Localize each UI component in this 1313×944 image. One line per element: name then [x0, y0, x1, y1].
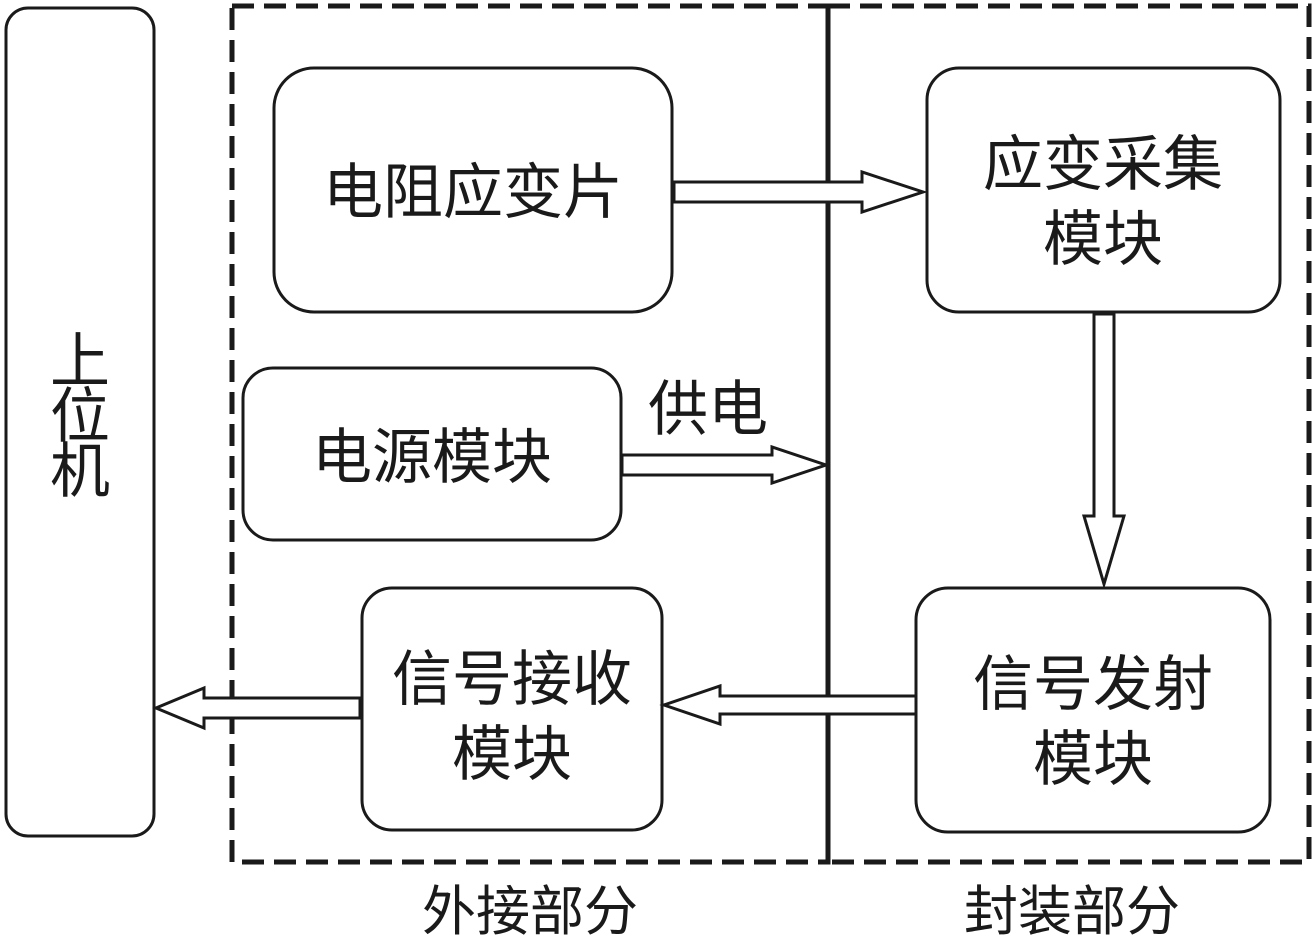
arrow-acquisition-to-transmit [1081, 312, 1127, 590]
arrow-power-supply [620, 444, 831, 486]
strain-gauge-label: 电阻应变片 [323, 158, 623, 228]
strain-gauge-box [272, 66, 674, 314]
host-label-char-1: 位 [50, 382, 110, 452]
receive-module-label-line-1: 信号接收 [392, 645, 632, 715]
strain-acquisition-label-line-1: 应变采集 [983, 130, 1223, 200]
host-label-char-0: 上 [50, 327, 110, 397]
transmit-module-label-line-1: 信号发射 [973, 650, 1213, 720]
sealed-region-label: 封装部分 [964, 880, 1180, 943]
external-region-label: 外接部分 [422, 880, 638, 943]
power-module-label: 电源模块 [312, 423, 552, 493]
arrow-gauge-to-acquisition [672, 169, 928, 215]
receive-module-label-line-2: 模块 [452, 720, 572, 790]
strain-acquisition-module-box [925, 66, 1282, 314]
receive-module-box [360, 586, 664, 832]
transmit-module-label-line-2: 模块 [1033, 725, 1153, 795]
power-supply-label: 供电 [648, 375, 768, 445]
arrow-receive-to-host [152, 685, 362, 731]
host-label-char-2: 机 [50, 437, 110, 507]
strain-acquisition-label-line-2: 模块 [1043, 205, 1163, 275]
arrow-transmit-to-receive [659, 683, 918, 727]
sealed-region-boundary [825, 3, 1312, 865]
host-box [4, 6, 156, 838]
